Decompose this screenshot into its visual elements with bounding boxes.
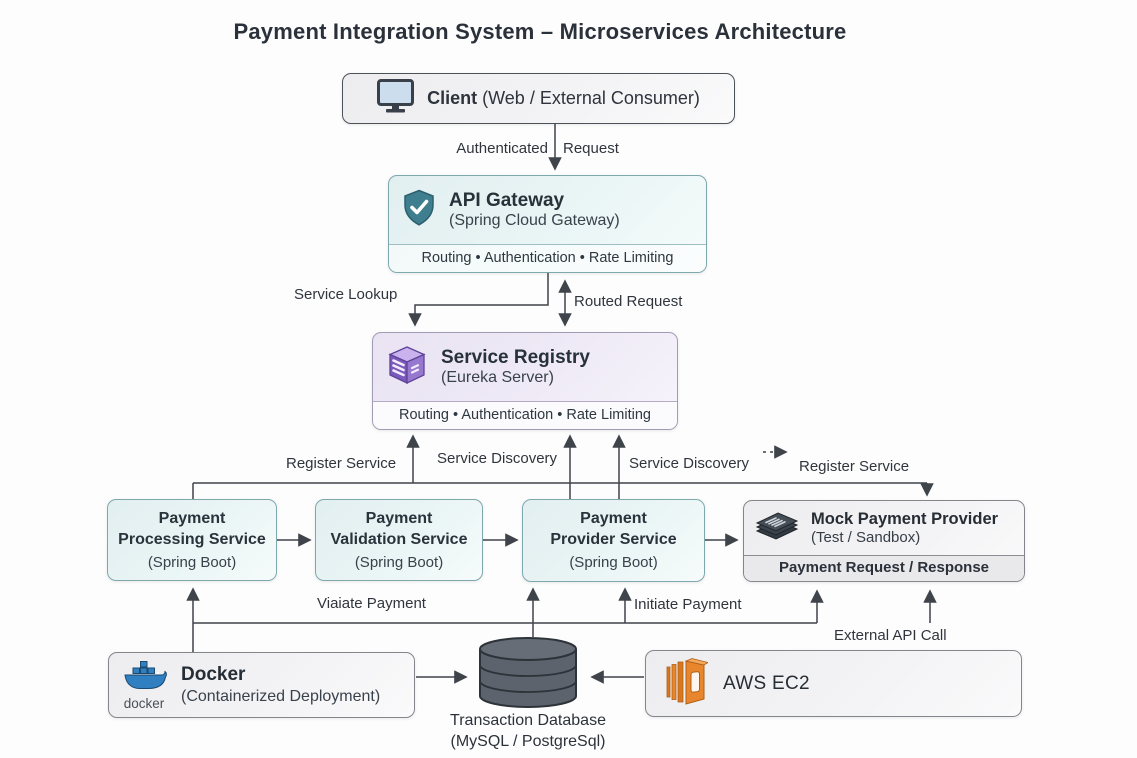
gateway-subtitle: (Spring Cloud Gateway): [449, 211, 620, 229]
registry-footer: Routing • Authentication • Rate Limiting: [373, 401, 677, 429]
aws-ec2-icon: [666, 655, 710, 712]
node-client: Client (Web / External Consumer): [342, 73, 735, 124]
registry-subtitle: (Eureka Server): [441, 368, 554, 386]
node-docker: docker Docker (Containerized Deployment): [108, 652, 415, 718]
edge-label-request: Request: [563, 140, 619, 157]
mock-subtitle: (Test / Sandbox): [811, 528, 921, 546]
gateway-footer: Routing • Authentication • Rate Limiting: [389, 244, 706, 272]
docker-subtitle: (Containerized Deployment): [181, 687, 381, 705]
edge-label-authenticated: Authenticated: [456, 140, 548, 157]
edge-label-external-api-call: External API Call: [834, 627, 947, 644]
client-label: Client (Web / External Consumer): [427, 88, 700, 108]
edge-label-service-discovery-left: Service Discovery: [437, 450, 558, 467]
node-api-gateway: API Gateway (Spring Cloud Gateway) Routi…: [388, 175, 707, 273]
node-payment-validation-service: Payment Validation Service (Spring Boot): [315, 499, 483, 581]
node-payment-provider-service: Payment Provider Service (Spring Boot): [522, 499, 705, 582]
edge-label-validate-payment: Viaiate Payment: [317, 595, 426, 612]
docker-wordmark: docker: [123, 695, 165, 711]
database-cylinder-icon: [478, 636, 578, 714]
node-payment-processing-service: Payment Processing Service (Spring Boot): [107, 499, 277, 581]
edge-gateway-registry-lookup: [408, 273, 549, 327]
docker-whale-icon: [121, 660, 167, 696]
database-label: Transaction Database (MySQL / PostgreSql…: [450, 712, 606, 750]
edge-label-initiate-payment: Initiate Payment: [634, 596, 742, 613]
node-aws-ec2: AWS EC2: [645, 650, 1022, 717]
docker-title: Docker: [181, 664, 246, 685]
mock-footer: Payment Request / Response: [744, 555, 1024, 581]
edge-label-service-lookup: Service Lookup: [294, 286, 398, 303]
registry-title: Service Registry: [441, 346, 590, 368]
edge-label-service-discovery-right: Service Discovery: [629, 455, 750, 472]
aws-title: AWS EC2: [723, 672, 810, 694]
node-service-registry: Service Registry (Eureka Server) Routing…: [372, 332, 678, 430]
page-title: Payment Integration System – Microservic…: [233, 19, 847, 44]
mock-title: Mock Payment Provider: [811, 509, 999, 528]
monitor-icon: [377, 78, 415, 119]
card-stack-icon: [754, 510, 800, 547]
node-mock-payment-provider: Mock Payment Provider (Test / Sandbox) P…: [743, 500, 1025, 582]
gateway-title: API Gateway: [449, 189, 565, 211]
shield-check-icon: [402, 189, 436, 232]
registry-cube-icon: [386, 344, 428, 391]
edge-label-register-service-right: Register Service: [799, 458, 910, 475]
edge-label-register-service-left: Register Service: [286, 455, 397, 472]
edge-label-routed-request: Routed Request: [574, 293, 683, 310]
